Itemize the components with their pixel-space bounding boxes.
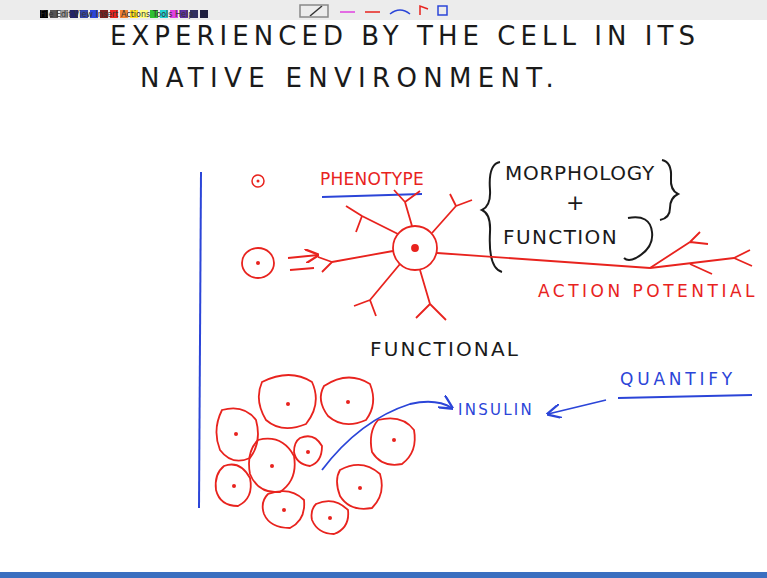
plus-sign: + bbox=[566, 190, 584, 215]
cell bbox=[249, 439, 295, 492]
arrow bbox=[288, 255, 318, 258]
cell bbox=[321, 377, 373, 424]
brace-right bbox=[624, 217, 652, 260]
tool-frame bbox=[300, 5, 328, 17]
nucleus bbox=[234, 432, 238, 436]
bullet bbox=[252, 175, 264, 187]
dendrite bbox=[318, 251, 393, 272]
tool-icon bbox=[438, 6, 447, 15]
nucleus bbox=[328, 516, 332, 520]
tool-icons bbox=[300, 5, 447, 17]
pen-tool bbox=[420, 6, 428, 15]
pen-tool bbox=[310, 6, 322, 16]
cell bbox=[216, 465, 251, 507]
taskbar bbox=[0, 572, 767, 578]
pen-tool bbox=[390, 10, 410, 14]
note-text: FUNCTIONAL bbox=[370, 338, 520, 361]
arrow bbox=[548, 400, 606, 414]
nucleus bbox=[270, 464, 274, 468]
pen-tool bbox=[340, 11, 355, 13]
bullet-dot bbox=[257, 180, 260, 183]
underline bbox=[322, 194, 422, 197]
soma bbox=[393, 226, 437, 270]
cell bbox=[371, 418, 415, 464]
nucleus bbox=[412, 245, 418, 251]
annotation: ACTION POTENTIAL bbox=[538, 282, 758, 302]
toolbar bbox=[0, 0, 767, 20]
dendrite bbox=[432, 194, 472, 233]
nucleus bbox=[286, 402, 290, 406]
underline bbox=[618, 395, 752, 398]
annotation: QUANTIFY bbox=[620, 370, 736, 390]
swatch bbox=[200, 10, 208, 18]
dendrite bbox=[416, 270, 446, 320]
nucleus bbox=[346, 400, 350, 404]
cell bbox=[294, 436, 322, 466]
cell bbox=[216, 408, 258, 460]
cell bbox=[312, 501, 349, 534]
note-text: NATIVE ENVIRONMENT. bbox=[140, 64, 560, 94]
nucleus bbox=[306, 450, 310, 454]
note-text: EXPERIENCED BY THE CELL IN ITS bbox=[110, 22, 700, 52]
brace-right bbox=[660, 160, 678, 220]
nucleus bbox=[256, 261, 260, 265]
axon-terminal bbox=[690, 264, 712, 274]
dendrite bbox=[354, 264, 400, 316]
nucleus bbox=[392, 438, 396, 442]
arrow-stroke bbox=[290, 268, 314, 270]
dendrite bbox=[394, 190, 420, 226]
pen-tool bbox=[365, 11, 380, 13]
term-label: PHENOTYPE bbox=[320, 170, 424, 190]
axon bbox=[437, 253, 650, 268]
bracket-item: MORPHOLOGY bbox=[505, 162, 655, 185]
nucleus bbox=[282, 508, 286, 512]
cell bbox=[263, 491, 305, 528]
dendrite bbox=[346, 206, 398, 234]
menu-bar: File Edit View Insert Actions Tools Help bbox=[40, 10, 193, 19]
cell bbox=[337, 465, 382, 509]
cell-cluster bbox=[216, 375, 415, 534]
hormone-label: INSULIN bbox=[458, 402, 534, 419]
secretion-arrow bbox=[322, 402, 452, 470]
precursor-cell bbox=[242, 248, 274, 278]
nucleus bbox=[358, 486, 362, 490]
nucleus bbox=[232, 484, 236, 488]
margin-line bbox=[199, 172, 201, 508]
axon-terminal bbox=[650, 250, 752, 268]
cell bbox=[259, 375, 316, 428]
bracket-item: FUNCTION bbox=[503, 226, 618, 249]
